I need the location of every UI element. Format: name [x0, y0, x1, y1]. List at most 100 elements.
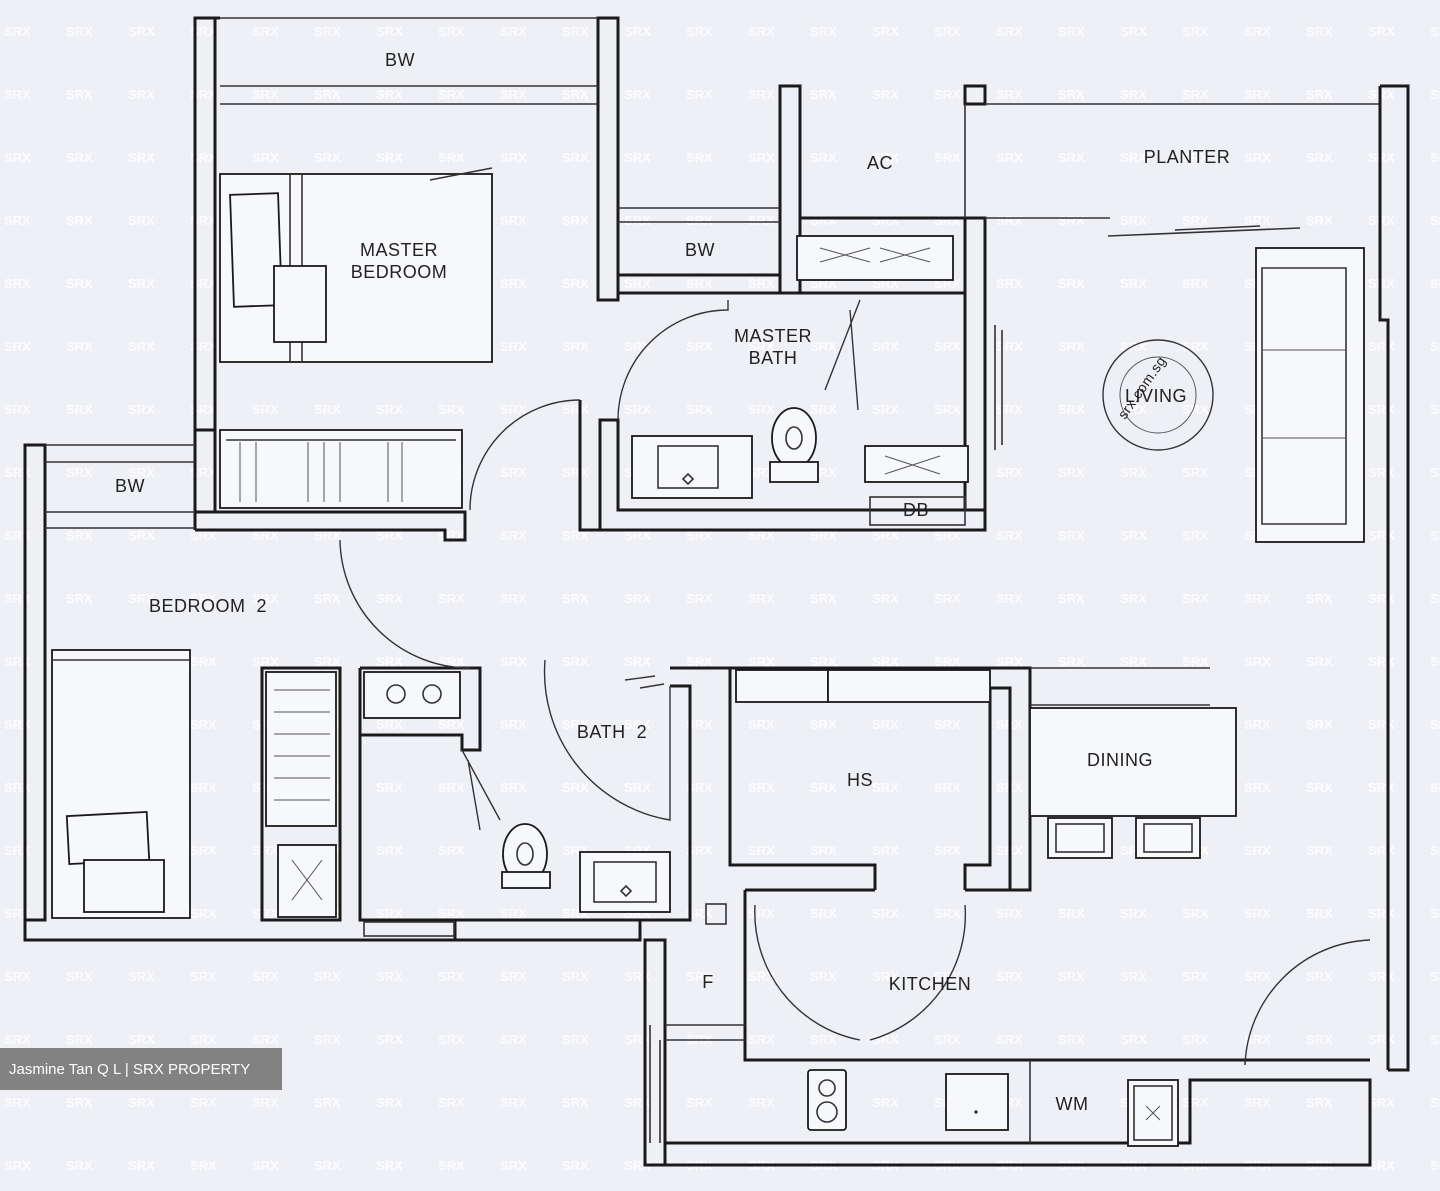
watermark-tile: SRX — [128, 1032, 155, 1047]
watermark-tile: SRX — [1182, 969, 1209, 984]
watermark-tile: SRX — [1058, 591, 1085, 606]
watermark-tile: SRX — [66, 1158, 93, 1173]
watermark-tile: SRX — [872, 654, 899, 669]
watermark-tile: SRX — [1430, 654, 1440, 669]
watermark-tile: SRX — [376, 780, 403, 795]
watermark-tile: SRX — [1182, 591, 1209, 606]
watermark-tile: SRX — [1368, 87, 1395, 102]
watermark-tile: SRX — [1182, 87, 1209, 102]
watermark-tile: SRX — [1368, 906, 1395, 921]
watermark-tile: SRX — [934, 402, 961, 417]
watermark-tile: SRX — [1058, 906, 1085, 921]
watermark-tile: SRX — [128, 402, 155, 417]
watermark-tile: SRX — [624, 591, 651, 606]
watermark-tile: SRX — [128, 276, 155, 291]
watermark-tile: SRX — [4, 591, 31, 606]
watermark-tile: SRX — [810, 339, 837, 354]
wm-label: WM — [1056, 1094, 1089, 1114]
watermark-tile: SRX — [810, 1032, 837, 1047]
watermark-tile: SRX — [66, 1032, 93, 1047]
watermark-tile: SRX — [66, 87, 93, 102]
watermark-tile: SRX — [810, 528, 837, 543]
watermark-tile: SRX — [1058, 276, 1085, 291]
watermark-tile: SRX — [996, 87, 1023, 102]
watermark-tile: SRX — [314, 1095, 341, 1110]
watermark-tile: SRX — [810, 591, 837, 606]
watermark-tile: SRX — [872, 780, 899, 795]
watermark-tile: SRX — [4, 339, 31, 354]
watermark-tile: SRX — [748, 1095, 775, 1110]
watermark-tile: SRX — [624, 276, 651, 291]
watermark-tile: SRX — [1430, 213, 1440, 228]
watermark-tile: SRX — [996, 402, 1023, 417]
watermark-tile: SRX — [996, 150, 1023, 165]
watermark-tile: SRX — [4, 1032, 31, 1047]
watermark-tile: SRX — [872, 1095, 899, 1110]
master-bedroom-label-2: BEDROOM — [351, 262, 448, 282]
watermark-tile: SRX — [1182, 213, 1209, 228]
watermark-tile: SRX — [1182, 906, 1209, 921]
watermark-tile: SRX — [1306, 1032, 1333, 1047]
watermark-tile: SRX — [252, 654, 279, 669]
watermark-tile: SRX — [438, 591, 465, 606]
watermark-tile: SRX — [376, 906, 403, 921]
watermark-tile: SRX — [562, 24, 589, 39]
watermark-tile: SRX — [500, 1158, 527, 1173]
watermark-tile: SRX — [66, 402, 93, 417]
furniture — [51, 167, 1365, 1147]
watermark-tile: SRX — [624, 969, 651, 984]
watermark-tile: SRX — [562, 528, 589, 543]
watermark-tile: SRX — [1058, 402, 1085, 417]
kitchen-label: KITCHEN — [889, 974, 972, 994]
watermark-tile: SRX — [1182, 402, 1209, 417]
watermark-tile: SRX — [1244, 1032, 1271, 1047]
watermark-tile: SRX — [1368, 465, 1395, 480]
watermark-tile: SRX — [562, 465, 589, 480]
watermark-tile: SRX — [376, 1158, 403, 1173]
watermark-tile: SRX — [562, 591, 589, 606]
watermark-tile: SRX — [686, 717, 713, 732]
watermark-tile: SRX — [1244, 150, 1271, 165]
watermark-tile: SRX — [748, 654, 775, 669]
watermark-tile: SRX — [1120, 24, 1147, 39]
watermark-tile: SRX — [624, 528, 651, 543]
watermark-tile: SRX — [748, 276, 775, 291]
watermark-tile: SRX — [872, 528, 899, 543]
watermark-tile: SRX — [128, 87, 155, 102]
watermark-tile: SRX — [686, 339, 713, 354]
watermark-tile: SRX — [128, 213, 155, 228]
watermark-tile: SRX — [376, 402, 403, 417]
watermark-tile: SRX — [1244, 906, 1271, 921]
watermark-tile: SRX — [748, 339, 775, 354]
watermark-tile: SRX — [810, 150, 837, 165]
watermark-tile: SRX — [686, 87, 713, 102]
watermark-tile: SRX — [872, 213, 899, 228]
watermark-tile: SRX — [996, 906, 1023, 921]
watermark-tile: SRX — [190, 717, 217, 732]
watermark-tile: SRX — [1368, 591, 1395, 606]
watermark-tile: SRX — [872, 402, 899, 417]
watermark-tile: SRX — [1120, 906, 1147, 921]
watermark-tile: SRX — [4, 402, 31, 417]
watermark-tile: SRX — [624, 1095, 651, 1110]
watermark-tile: SRX — [1120, 87, 1147, 102]
watermark-tile: SRX — [1430, 1032, 1440, 1047]
watermark-tile: SRX — [686, 402, 713, 417]
watermark-tile: SRX — [1306, 213, 1333, 228]
watermark-tile: SRX — [624, 717, 651, 732]
watermark-tile: SRX — [500, 969, 527, 984]
watermark-tile: SRX — [562, 1095, 589, 1110]
watermark-tile: SRX — [190, 339, 217, 354]
watermark-tile: SRX — [1058, 150, 1085, 165]
watermark-tile: SRX — [376, 969, 403, 984]
watermark-tile: SRX — [1120, 213, 1147, 228]
watermark-tile: SRX — [438, 843, 465, 858]
watermark-tile: SRX — [1430, 1158, 1440, 1173]
watermark-tile: SRX — [1244, 969, 1271, 984]
watermark-tile: SRX — [686, 843, 713, 858]
watermark-tile: SRX — [190, 780, 217, 795]
watermark-tile: SRX — [190, 276, 217, 291]
watermark-tile: SRX — [1244, 780, 1271, 795]
watermark-tile: SRX — [376, 717, 403, 732]
watermark-tile: SRX — [810, 402, 837, 417]
